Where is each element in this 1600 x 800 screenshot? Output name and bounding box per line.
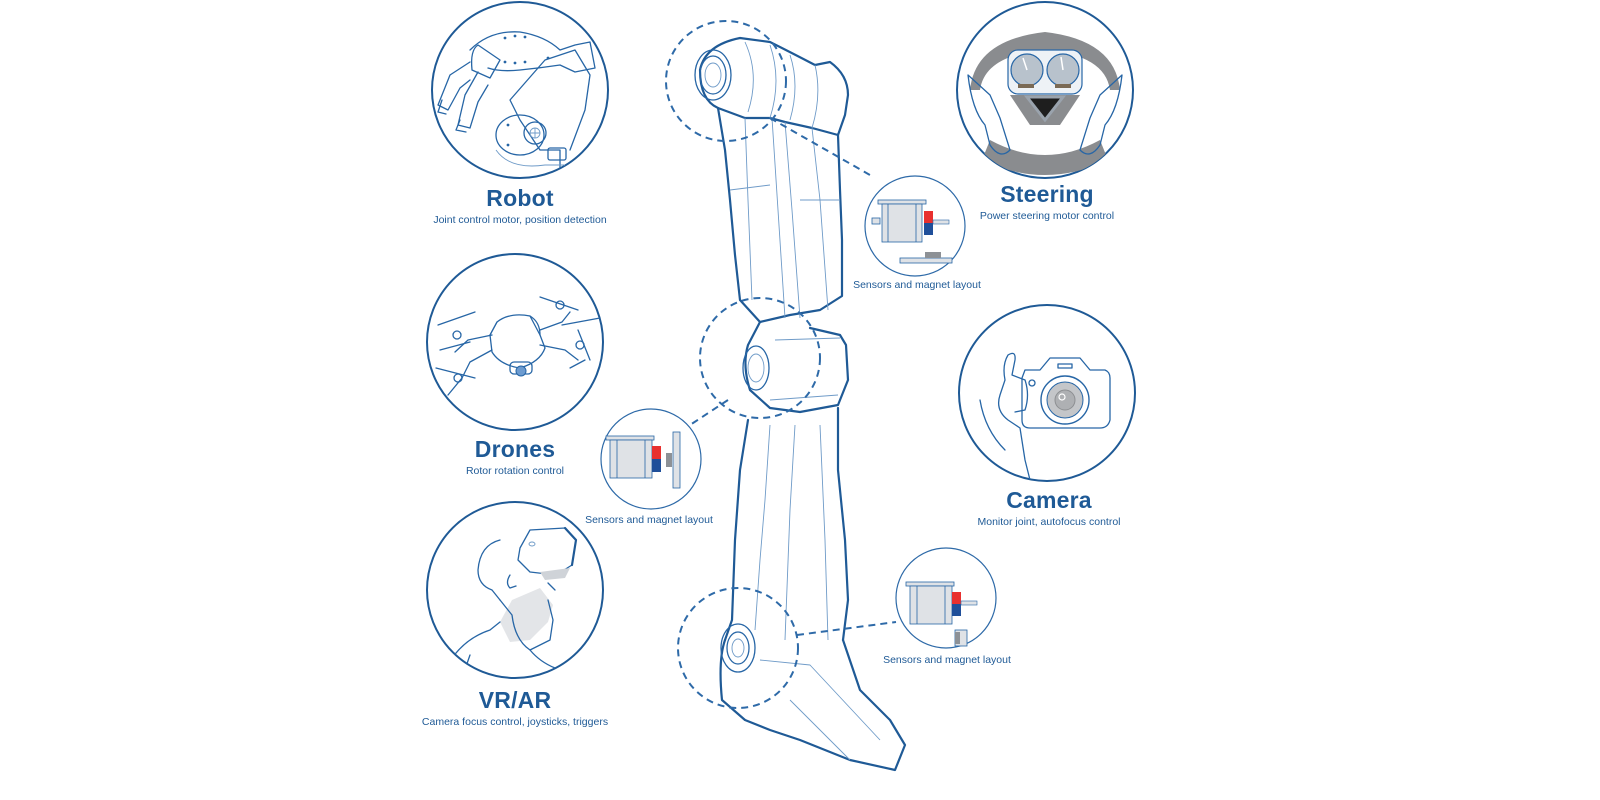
shoulder-joint-highlight (665, 20, 787, 142)
wrist-leader-line (796, 621, 897, 636)
wrist-sensor-caption: Sensors and magnet layout (883, 654, 1011, 666)
elbow-sensor-caption: Sensors and magnet layout (585, 514, 713, 526)
vr-headset-user-icon (444, 526, 578, 678)
sensor-chip-icon (666, 453, 672, 467)
magnet-south-icon (924, 223, 933, 235)
camera-title: Camera (1006, 487, 1092, 513)
vrar-description: Camera focus control, joysticks, trigger… (421, 716, 609, 728)
sensor-chip-icon (955, 632, 960, 644)
drone-icon (435, 296, 601, 396)
robot-title: Robot (486, 185, 554, 211)
magnet-south-icon (652, 459, 661, 472)
robot-illustration (431, 1, 609, 179)
elbow-leader-line (689, 399, 729, 426)
drones-description: Rotor rotation control (465, 465, 565, 477)
drones-illustration (426, 253, 604, 431)
wrist-joint-highlight (677, 587, 799, 709)
sensor-detail-wrist (895, 547, 997, 649)
magnet-north-icon (952, 592, 961, 604)
magnet-north-icon (924, 211, 933, 223)
shoulder-sensor-caption: Sensors and magnet layout (853, 279, 981, 291)
camera-description: Monitor joint, autofocus control (977, 516, 1121, 528)
magnet-north-icon (652, 446, 661, 459)
steering-title: Steering (1000, 181, 1094, 207)
drones-title: Drones (474, 436, 556, 462)
sensor-detail-elbow (600, 408, 702, 510)
shoulder-leader-line (769, 117, 871, 176)
sensor-chip-icon (925, 252, 941, 258)
camera-illustration (958, 304, 1136, 482)
robot-description: Joint control motor, position detection (433, 214, 607, 226)
magnet-south-icon (952, 604, 961, 616)
camera-icon (979, 352, 1111, 481)
vrar-frame (426, 501, 604, 679)
steering-wheel-icon (967, 32, 1123, 175)
joint-highlights (665, 20, 897, 709)
vrar-title: VR/AR (478, 687, 552, 713)
sensor-detail-shoulder (864, 175, 966, 277)
steering-illustration (956, 1, 1134, 179)
robot-arm-icon (437, 31, 596, 178)
steering-description: Power steering motor control (979, 210, 1115, 222)
robotic-limb-illustration (694, 36, 907, 772)
drones-frame (426, 253, 604, 431)
elbow-joint-highlight (699, 297, 821, 419)
vrar-illustration (426, 501, 604, 679)
